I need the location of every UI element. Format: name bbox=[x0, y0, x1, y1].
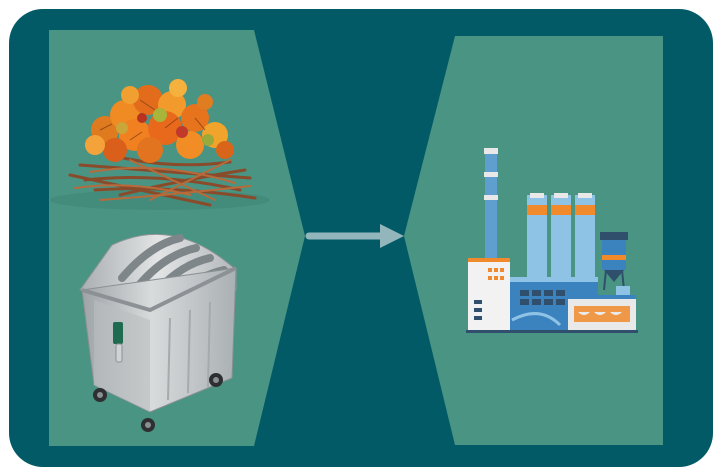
leaves-and-twigs-icon bbox=[50, 79, 270, 210]
factory-icon bbox=[466, 148, 638, 333]
arrow-right-icon bbox=[305, 224, 404, 248]
waste-container-icon bbox=[79, 233, 237, 432]
